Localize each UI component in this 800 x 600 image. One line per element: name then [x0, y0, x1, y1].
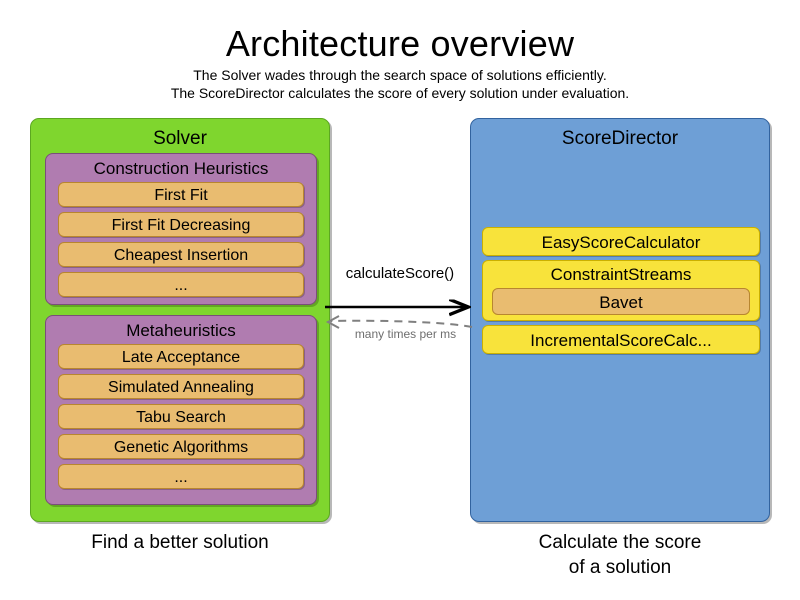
caption-solver: Find a better solution: [91, 532, 269, 553]
list-item: ...: [58, 464, 304, 489]
list-item: Tabu Search: [58, 404, 304, 429]
subtitle-line-2: The ScoreDirector calculates the score o…: [170, 85, 630, 101]
solver-panel: Solver Construction Heuristics First Fit…: [30, 118, 330, 522]
list-item-easy-score-calculator: EasyScoreCalculator: [482, 227, 760, 256]
list-item: Cheapest Insertion: [58, 242, 304, 267]
page-title: Architecture overview: [225, 23, 575, 64]
list-item: Late Acceptance: [58, 344, 304, 369]
list-item: Genetic Algorithms: [58, 434, 304, 459]
caption-scoredirector-line-2: of a solution: [568, 557, 672, 578]
arrow-return-head-icon: [325, 315, 340, 329]
list-item-constraint-streams: ConstraintStreams Bavet: [482, 260, 760, 321]
scoredirector-item-list: EasyScoreCalculator ConstraintStreams Ba…: [482, 227, 760, 358]
arrow-return-many-times: [330, 319, 473, 328]
list-item: Simulated Annealing: [58, 374, 304, 399]
group-metaheuristics-title: Metaheuristics: [126, 321, 236, 340]
list-item-incremental-score-calculator: IncrementalScoreCalc...: [482, 325, 760, 354]
scoredirector-panel-title: ScoreDirector: [561, 128, 679, 149]
arrow-label-calculate-score: calculateScore(): [345, 265, 455, 282]
list-item: First Fit Decreasing: [58, 212, 304, 237]
group-construction-heuristics-title: Construction Heuristics: [93, 159, 269, 178]
list-item-bavet: Bavet: [492, 288, 750, 315]
solver-panel-title: Solver: [153, 128, 207, 149]
arrow-label-many-times-per-ms: many times per ms: [354, 327, 457, 341]
list-item: First Fit: [58, 182, 304, 207]
group-metaheuristics: Metaheuristics Late Acceptance Simulated…: [45, 315, 317, 505]
arrow-svg: [325, 265, 473, 329]
subtitle-line-1: The Solver wades through the search spac…: [193, 67, 607, 83]
scoredirector-panel: ScoreDirector EasyScoreCalculator Constr…: [470, 118, 770, 522]
caption-scoredirector: Calculate the score of a solution: [470, 530, 770, 580]
caption-scoredirector-line-1: Calculate the score: [538, 532, 702, 553]
list-item: ...: [58, 272, 304, 297]
diagram-header: Architecture overview The Solver wades t…: [0, 22, 800, 102]
arrow-group: calculateScore() many times per ms: [325, 265, 480, 355]
group-construction-heuristics: Construction Heuristics First Fit First …: [45, 153, 317, 305]
constraint-streams-title: ConstraintStreams: [550, 265, 692, 284]
